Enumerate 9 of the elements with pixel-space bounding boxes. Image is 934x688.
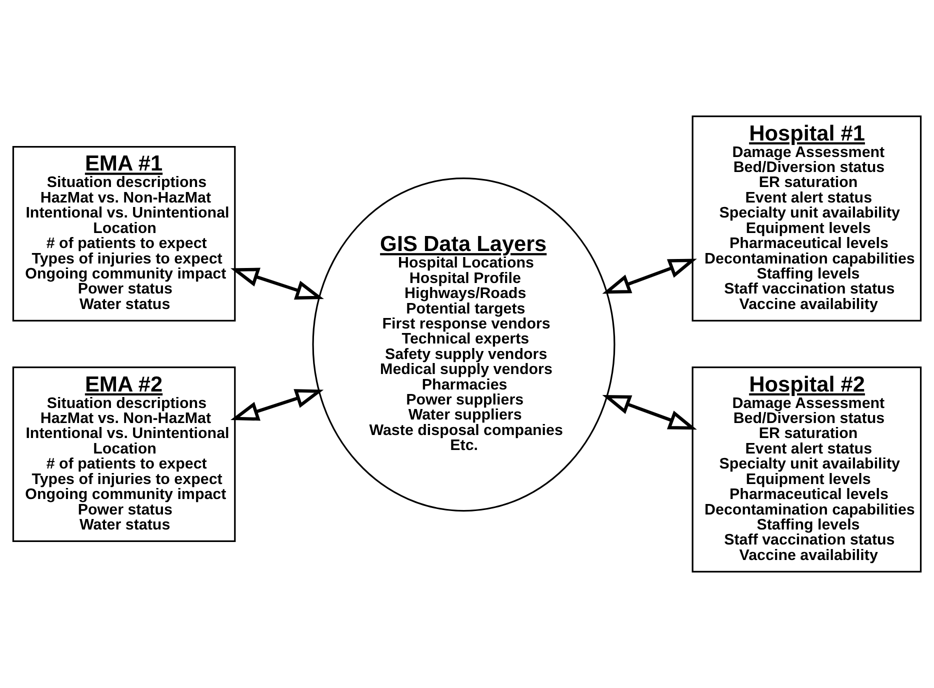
arrow — [230, 268, 324, 300]
arrow — [230, 389, 324, 421]
arrow — [602, 394, 697, 430]
node-circle: GIS Data Layers Hospital Locations Hospital Profile Highways/Roads Potential targets First response vendors Technical experts Safety supply vendors Medical supply vendors Pharmacies Power suppliers Water suppliers Waste disposal companies Etc. — [312, 178, 616, 512]
node-box: Hospital #2 Damage Assessment Bed/Diversion status ER saturation Event alert status Specialty unit availability Equipment levels Pharmaceutical levels Decontamination capabilities Staffing levels Staff vaccination status Vaccine availability — [692, 366, 922, 572]
node-box: EMA #2 Situation descriptions HazMat vs. Non-HazMat Intentional vs. Unintentional Location # of patients to expect Types of injuries to expect Ongoing community impact Power status Water status — [12, 366, 236, 542]
arrow — [602, 258, 697, 294]
node-box: Hospital #1 Damage Assessment Bed/Diversion status ER saturation Event alert status Specialty unit availability Equipment levels Pharmaceutical levels Decontamination capabilities Staffing levels Staff vaccination status Vaccine availability — [692, 116, 922, 322]
node-box: EMA #1 Situation descriptions HazMat vs. Non-HazMat Intentional vs. Unintentional Location # of patients to expect Types of injuries to expect Ongoing community impact Power status Water status — [12, 146, 236, 322]
